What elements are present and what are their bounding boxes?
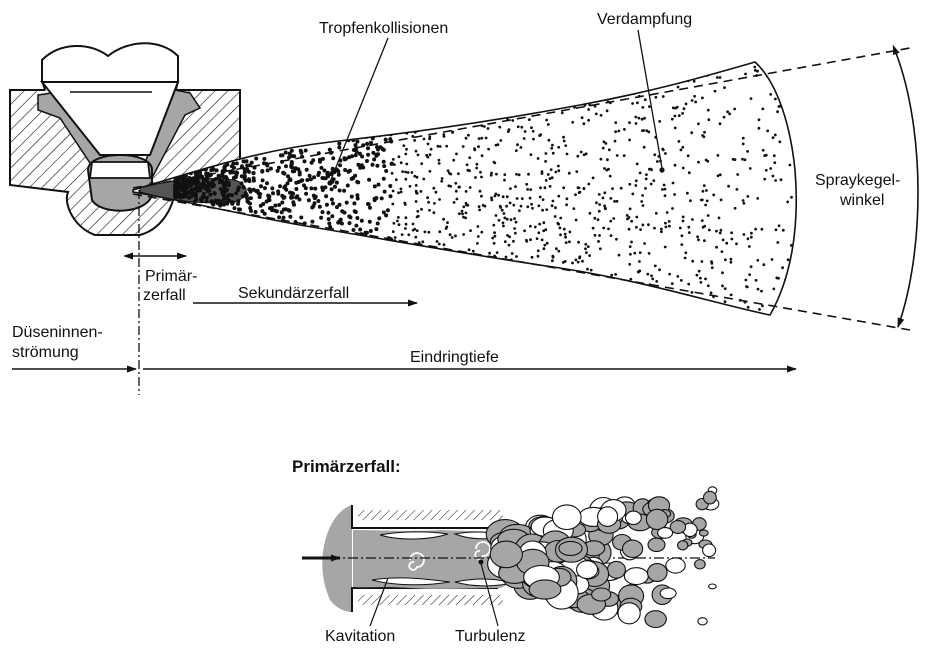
label-internal-flow-1: Düseninnen- [12,324,103,341]
label-primary-breakup-1: Primär- [145,268,197,285]
label-spray-angle-1: Spraykegel- [815,172,900,189]
label-cavitation: Kavitation [325,628,395,645]
label-penetration: Eindringtiefe [410,349,499,366]
needle-top [42,43,178,82]
label-primary-breakup-2: zerfall [143,287,186,304]
inset-title: Primärzerfall: [292,457,401,476]
label-internal-flow-2: strömung [12,344,79,361]
label-evaporation: Verdampfung [597,11,692,28]
spray-angle-arc [896,53,918,327]
breakup-fragments [486,487,719,628]
label-spray-angle-2: winkel [839,192,884,209]
inset-primary-breakup [302,487,719,628]
label-secondary-breakup: Sekundärzerfall [238,285,349,302]
label-droplet-collisions: Tropfenkollisionen [319,20,448,37]
label-turbulence: Turbulenz [455,628,526,645]
